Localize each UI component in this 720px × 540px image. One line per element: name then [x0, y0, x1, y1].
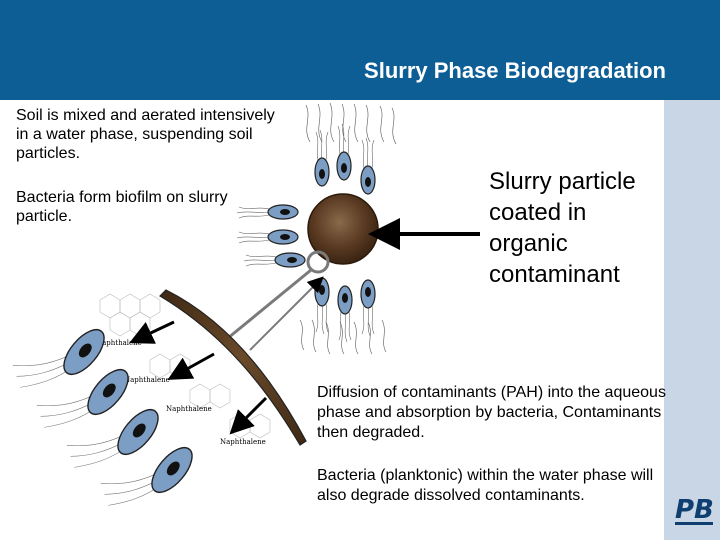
bacterium-icon: [336, 123, 352, 181]
molecule-label: Naphthalene: [220, 438, 266, 446]
diffusion-pointer-arrow: [249, 276, 324, 351]
bacterium-icon: [314, 277, 330, 335]
header-bar: [0, 0, 720, 100]
flagella-fringe: [299, 102, 397, 355]
molecule-label: Naphthalene: [124, 376, 170, 384]
molecule-label: Naphthalene: [96, 339, 142, 347]
magnify-circle: [306, 250, 330, 274]
bacterium-icon: [236, 204, 299, 220]
bacterium-icon: [236, 229, 299, 245]
bacterium-icon: [360, 137, 376, 195]
text-diffusion: Diffusion of contaminants (PAH) into the…: [317, 384, 666, 441]
svg-text:PB: PB: [675, 495, 714, 525]
pb-logo: PB: [675, 495, 714, 525]
bacterium-icon: [314, 129, 330, 187]
diffusion-arrows: [129, 320, 268, 435]
bacterium-icon: [337, 285, 353, 343]
text-planktonic: Bacteria (planktonic) within the water p…: [317, 467, 654, 504]
text-biofilm: Bacteria form biofilm on slurry particle…: [16, 189, 228, 225]
text-soil-mixed: Soil is mixed and aerated intensively in…: [16, 107, 275, 162]
right-sidebar: [664, 100, 720, 540]
slide-title: Slurry Phase Biodegradation: [364, 58, 666, 83]
biofilm-layer: [159, 289, 307, 446]
molecule-label: Naphthalene: [166, 405, 212, 413]
text-slurry-particle: Slurry particle coated in organic contam…: [489, 168, 636, 288]
magnify-connector-line: [227, 268, 312, 340]
bacterium-icon: [243, 252, 306, 268]
bacterium-icon: [360, 279, 376, 337]
